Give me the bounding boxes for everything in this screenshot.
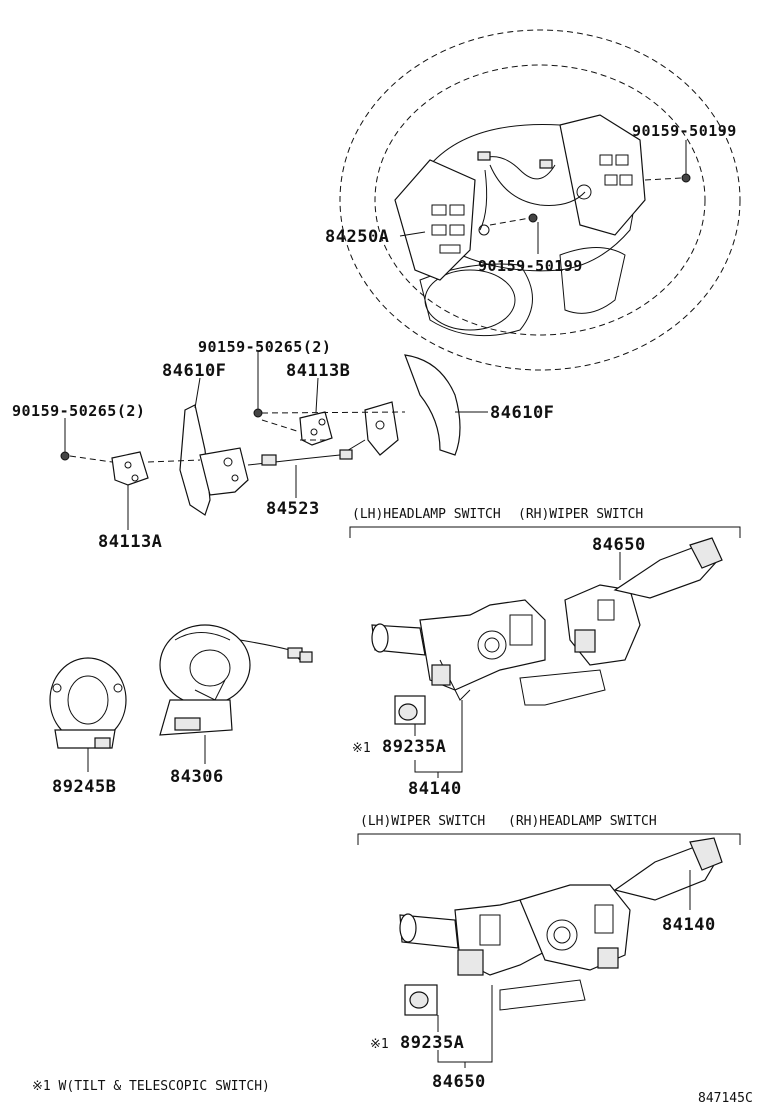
lower-group-bracket [357,833,741,845]
part-number-paddle-wire: 84523 [266,499,320,519]
part-number-bracket-right: 84113B [286,361,350,381]
tilt-mark-upper: ※1 [352,741,371,756]
spiral-cable-illustration [49,624,313,749]
part-number-screw-lower-center: 90159-50199 [478,257,583,275]
part-number-lower-tilt: 89235A [400,1033,464,1053]
upper-group-bracket [349,526,741,538]
upper-group-lh-caption: (LH)HEADLAMP SWITCH [352,507,501,522]
part-number-upper-wiper: 84650 [592,535,646,555]
lower-combination-switch-illustration [399,837,723,1016]
tilt-mark-lower: ※1 [370,1037,389,1052]
diagram-code: 847145C [698,1091,753,1106]
upper-combination-switch-illustration [371,537,723,725]
part-number-lower-headlamp: 84140 [662,915,716,935]
footnote: ※1 W(TILT & TELESCOPIC SWITCH) [32,1079,270,1094]
steering-wheel-illustration [339,29,741,371]
part-number-bracket-left: 84113A [98,532,162,552]
lower-group-rh-caption: (RH)HEADLAMP SWITCH [508,814,657,829]
part-number-screw-bracket-left: 90159-50265(2) [12,402,145,420]
part-number-spiral-cover: 89245B [52,777,116,797]
upper-group-rh-caption: (RH)WIPER SWITCH [518,507,643,522]
part-number-paddle-left: 84610F [162,361,226,381]
part-number-upper-assy: 84140 [408,779,462,799]
part-number-upper-tilt: 89235A [382,737,446,757]
part-number-lower-assy: 84650 [432,1072,486,1092]
paddle-shift-illustration [60,354,461,516]
part-number-steering-switch: 84250A [325,227,389,247]
part-number-spiral-cable: 84306 [170,767,224,787]
part-number-paddle-right: 84610F [490,403,554,423]
lower-group-lh-caption: (LH)WIPER SWITCH [360,814,485,829]
part-number-screw-bracket-right: 90159-50265(2) [198,338,331,356]
part-number-screw-upper-right: 90159-50199 [632,122,737,140]
